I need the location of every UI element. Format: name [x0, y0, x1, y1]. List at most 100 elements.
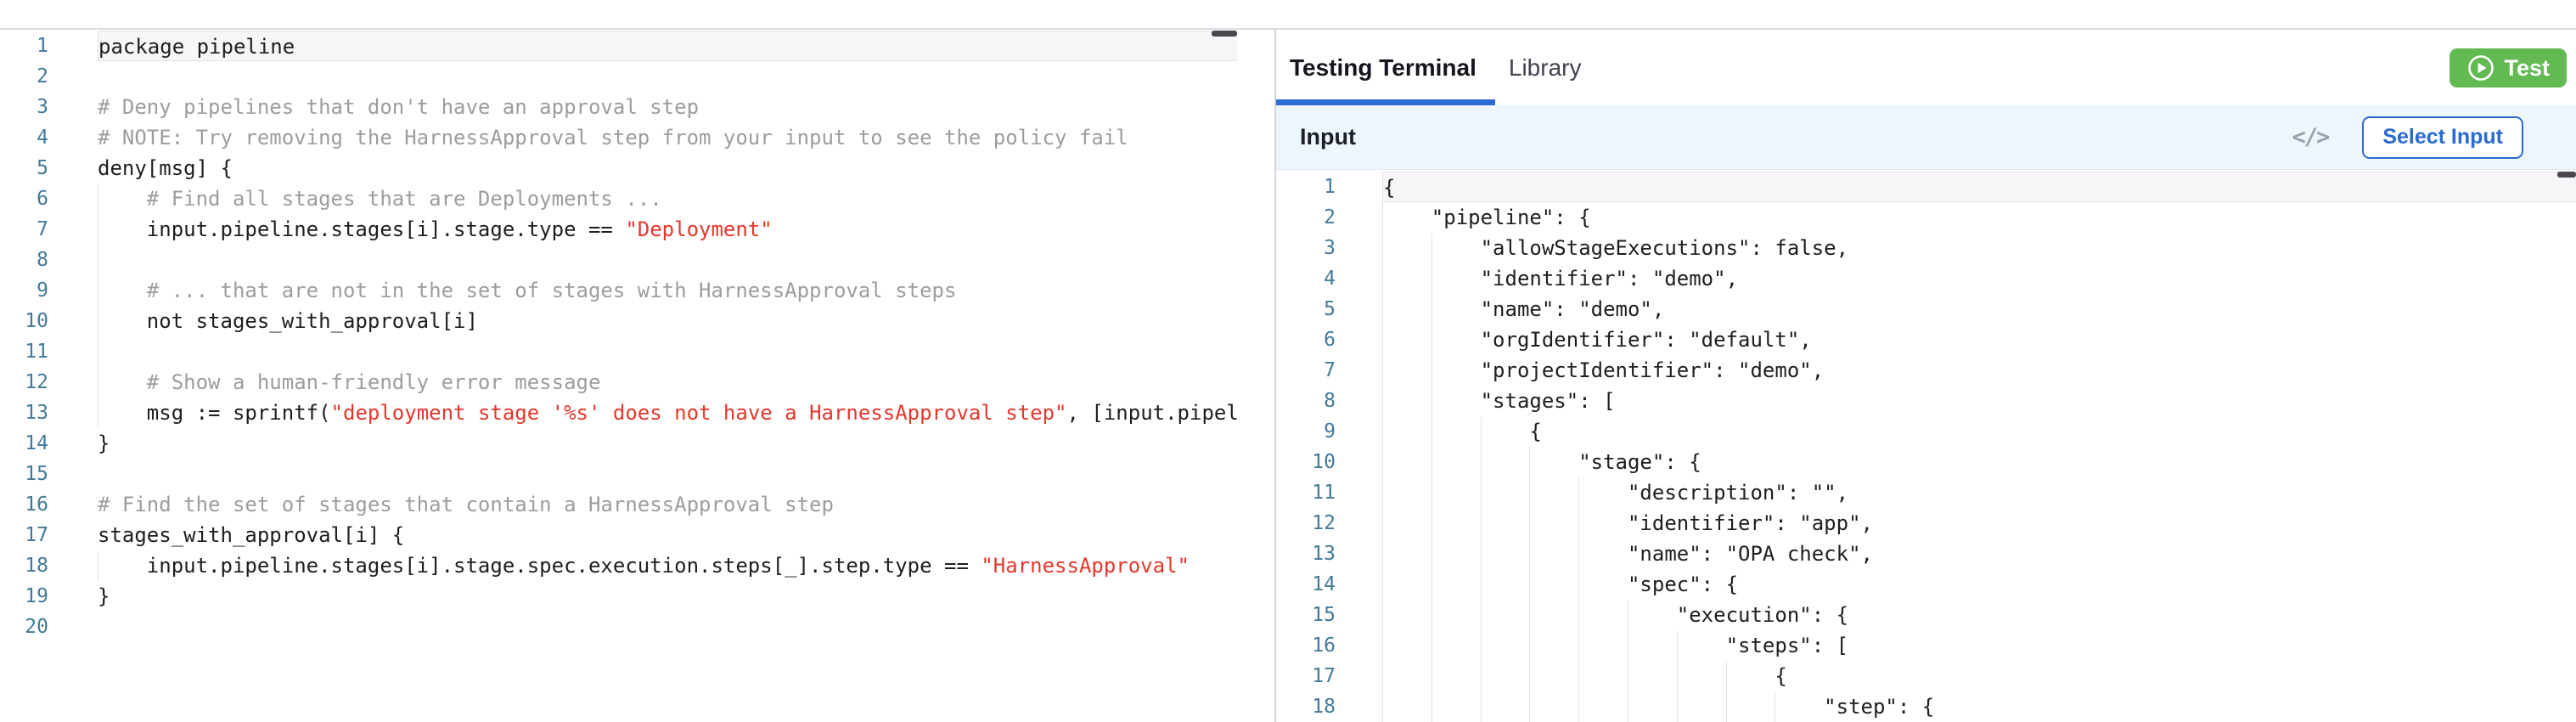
code-token: input.pipeline.stages[i].stage.type ==: [98, 217, 626, 241]
line-number: 15: [1312, 604, 1336, 626]
code-cell: "name": "OPA check",: [1336, 539, 2576, 569]
indent-guide: [1480, 539, 1482, 569]
code-line: 13 "name": "OPA check",: [1276, 539, 2576, 569]
code-content: [98, 459, 1237, 489]
indent-guide: [1676, 630, 1678, 661]
code-token: deny[msg] {: [98, 156, 233, 180]
test-button-label: Test: [2504, 54, 2550, 81]
testing-terminal-pane: Testing Terminal Library Test Input </> …: [1276, 30, 2576, 722]
code-line: 19}: [0, 581, 1237, 612]
indent-guide: [1431, 447, 1432, 477]
line-number: 1: [37, 35, 48, 57]
indent-guide: [1529, 691, 1531, 722]
code-content: "stage": {: [1382, 447, 2576, 477]
indent-guide: [1529, 477, 1531, 508]
code-token: "pipeline": {: [1382, 206, 1591, 229]
code-view-icon[interactable]: </>: [2292, 124, 2331, 150]
code-token: {: [1382, 664, 1787, 688]
code-token: # Show a human-friendly error message: [98, 370, 601, 394]
code-line: 18 input.pipeline.stages[i].stage.spec.e…: [0, 550, 1237, 581]
indent-guide: [1578, 508, 1580, 539]
code-token: "projectIdentifier": "demo",: [1382, 358, 1825, 382]
code-token: "identifier": "demo",: [1382, 267, 1739, 290]
indent-guide: [1529, 508, 1531, 539]
code-line: 16# Find the set of stages that contain …: [0, 489, 1237, 520]
indent-guide: [1480, 691, 1482, 722]
tab-library[interactable]: Library: [1508, 54, 1582, 81]
line-number: 20: [25, 616, 48, 638]
code-content: "spec": {: [1382, 569, 2576, 600]
code-line: 1 package pipeline: [0, 31, 1237, 61]
code-token: "name": "demo",: [1382, 297, 1665, 321]
code-cell: deny[msg] {: [48, 153, 1237, 183]
code-token: "stage": {: [1382, 450, 1701, 474]
line-number: 8: [37, 249, 48, 271]
code-content: {: [1382, 661, 2576, 691]
line-number: 13: [25, 402, 48, 424]
test-button[interactable]: Test: [2449, 48, 2567, 87]
policy-editor-scrollbar-thumb[interactable]: [1212, 31, 1237, 37]
indent-guide: [1676, 691, 1678, 722]
code-cell: # NOTE: Try removing the HarnessApproval…: [48, 122, 1237, 153]
indent-guide: [1578, 569, 1580, 600]
code-cell: "spec": {: [1336, 569, 2576, 600]
code-cell: # Find the set of stages that contain a …: [48, 489, 1237, 520]
code-line: 5 "name": "demo",: [1276, 294, 2576, 324]
indent-guide: [1382, 508, 1383, 539]
code-cell: "orgIdentifier": "default",: [1336, 324, 2576, 355]
code-token: "step": {: [1382, 695, 1935, 719]
code-cell: {: [1336, 416, 2576, 447]
code-token: not stages_with_approval[i]: [98, 309, 478, 333]
code-line: 17 {: [1276, 661, 2576, 691]
indent-guide: [1431, 386, 1432, 416]
input-editor-scrollbar-thumb[interactable]: [2557, 172, 2576, 178]
code-line: 3 "allowStageExecutions": false,: [1276, 233, 2576, 263]
line-number: 11: [1312, 482, 1336, 504]
line-number: 7: [37, 218, 48, 240]
code-line: 9 # ... that are not in the set of stage…: [0, 275, 1237, 306]
line-number: 11: [25, 341, 48, 363]
line-number: 14: [1312, 573, 1336, 595]
tab-testing-terminal[interactable]: Testing Terminal: [1290, 54, 1476, 81]
code-cell: "steps": [: [1336, 630, 2576, 661]
code-token: "allowStageExecutions": false,: [1382, 236, 1849, 260]
code-token: "stages": [: [1382, 389, 1616, 413]
code-content: stages_with_approval[i] {: [98, 520, 1237, 550]
code-token: package pipeline: [98, 35, 295, 59]
code-cell: {: [1336, 172, 2576, 202]
code-cell: }: [48, 581, 1237, 612]
code-token: # NOTE: Try removing the HarnessApproval…: [98, 126, 1128, 149]
code-content: deny[msg] {: [98, 153, 1237, 183]
code-content: # NOTE: Try removing the HarnessApproval…: [98, 122, 1237, 153]
indent-guide: [1431, 263, 1432, 294]
line-number: 16: [1312, 635, 1336, 657]
code-token: "spec": {: [1382, 573, 1739, 596]
code-cell: "step": {: [1336, 691, 2576, 722]
code-line: 12 "identifier": "app",: [1276, 508, 2576, 539]
indent-guide: [1578, 600, 1580, 630]
current-line-highlight: {: [1382, 172, 2576, 202]
code-token: "identifier": "app",: [1382, 511, 1873, 535]
code-content: "projectIdentifier": "demo",: [1382, 355, 2576, 386]
code-token: # Deny pipelines that don't have an appr…: [98, 95, 700, 119]
code-cell: "execution": {: [1336, 600, 2576, 630]
code-token: msg := sprintf(: [98, 401, 331, 425]
indent-guide: [1529, 539, 1531, 569]
indent-guide: [1382, 324, 1383, 355]
code-line: 18 "step": {: [1276, 691, 2576, 722]
code-token: "execution": {: [1382, 603, 1849, 627]
line-number: 3: [1324, 237, 1336, 259]
line-number: 8: [1324, 390, 1336, 412]
select-input-button[interactable]: Select Input: [2362, 116, 2523, 159]
code-line: 6 # Find all stages that are Deployments…: [0, 183, 1237, 214]
code-line: 14}: [0, 428, 1237, 459]
indent-guide: [1382, 386, 1383, 416]
line-number: 9: [37, 279, 48, 302]
code-content: }: [98, 428, 1237, 459]
indent-guide: [1382, 263, 1383, 294]
code-content: input.pipeline.stages[i].stage.spec.exec…: [98, 550, 1237, 581]
code-line: 16 "steps": [: [1276, 630, 2576, 661]
input-json-editor[interactable]: 1{2 "pipeline": {3 "allowStageExecutions…: [1276, 172, 2576, 722]
